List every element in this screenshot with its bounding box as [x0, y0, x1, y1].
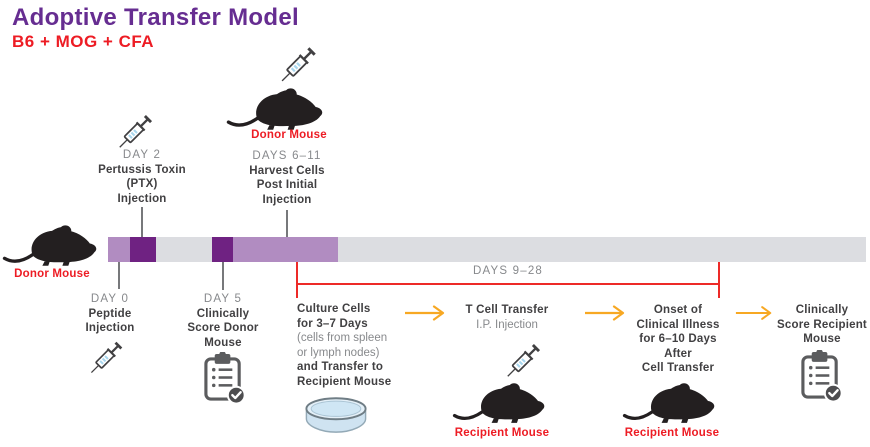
- recipient-mouse-caption: Recipient Mouse: [454, 427, 550, 439]
- timeline-segment-day0: [108, 237, 130, 262]
- page-subtitle: B6 + MOG + CFA: [12, 32, 155, 51]
- bracket-line-days9-28: [296, 283, 720, 285]
- syringe-icon: [274, 41, 322, 89]
- tick-day2: [141, 207, 143, 237]
- day0-day: DAY 0: [90, 293, 130, 305]
- clipboard-check-icon: [799, 350, 844, 403]
- bracket-left-tick: [296, 262, 298, 298]
- clipboard-check-icon: [202, 352, 247, 405]
- days6-11-day: DAYS 6–11: [252, 150, 322, 162]
- day2-day: DAY 2: [122, 149, 162, 161]
- day5-day: DAY 5: [203, 293, 243, 305]
- label-day2: DAY 2 Pertussis Toxin (PTX) Injection: [82, 148, 202, 206]
- timeline-segment-days6-11: [233, 237, 338, 262]
- bracket-right-tick: [718, 262, 720, 298]
- step-culture-cells: Culture Cells for 3–7 Days (cells from s…: [297, 303, 392, 388]
- recipient-mouse-caption: Recipient Mouse: [624, 427, 720, 439]
- mouse-icon: [452, 380, 550, 425]
- step-t-cell-transfer: T Cell Transfer I.P. Injection: [465, 304, 549, 331]
- mouse-icon: [226, 85, 328, 132]
- tick-day0: [118, 262, 120, 289]
- page-title: Adoptive Transfer Model: [12, 4, 299, 31]
- donor-mouse-caption: Donor Mouse: [14, 268, 90, 280]
- bracket-label-days9-28: DAYS 9–28: [472, 265, 544, 277]
- tick-day5: [222, 262, 224, 290]
- mouse-icon: [622, 380, 720, 425]
- label-day5: DAY 5 Clinically Score Donor Mouse: [163, 292, 283, 350]
- donor-mouse-caption: Donor Mouse: [251, 129, 327, 141]
- syringe-icon: [500, 338, 546, 384]
- timeline-segment-day5: [212, 237, 233, 262]
- timeline-segment-day2: [130, 237, 156, 262]
- step-score-recipient: Clinically Score Recipient Mouse: [777, 304, 867, 345]
- mouse-icon: [2, 222, 102, 268]
- label-days6-11: DAYS 6–11 Harvest Cells Post Initial Inj…: [227, 149, 347, 207]
- timeline-bar: [108, 237, 866, 262]
- petri-dish-icon: [302, 393, 370, 435]
- step-onset-illness: Onset of Clinical Illness for 6–10 Days …: [636, 304, 720, 374]
- label-day0: DAY 0 Peptide Injection: [50, 292, 170, 336]
- tick-days6-11: [286, 210, 288, 237]
- syringe-icon: [84, 336, 128, 380]
